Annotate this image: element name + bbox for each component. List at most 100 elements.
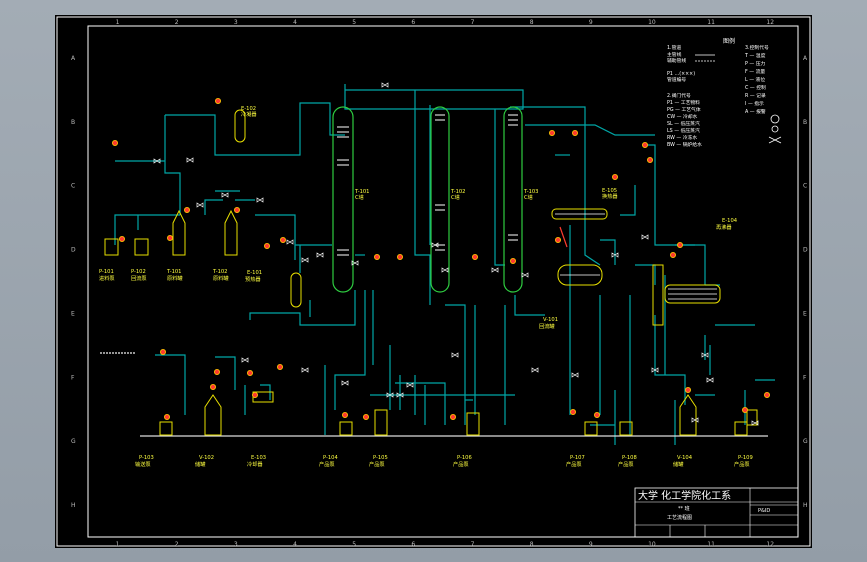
instrument-bubble <box>362 413 369 420</box>
label-t102: T-102 <box>450 189 465 195</box>
pump-p102 <box>134 238 149 256</box>
grid-row-label: B <box>803 119 807 126</box>
label-e103-name: 冷却器 <box>247 460 263 468</box>
instrument-bubble <box>373 253 380 260</box>
label-e103: E-103 <box>251 455 266 461</box>
legend-item: I — 指示 <box>745 100 764 107</box>
column-t102 <box>430 106 450 293</box>
legend-item: RW — 冷冻水 <box>667 134 697 141</box>
legend-col1-line2: 辅助管线 <box>667 57 686 64</box>
valve-symbol <box>751 420 759 426</box>
grid-row-label: F <box>803 374 807 381</box>
legend-item: CW — 冷却水 <box>667 113 698 120</box>
valve-symbol <box>186 157 194 163</box>
instrument-bubble <box>246 369 253 376</box>
valve-symbol <box>491 267 499 273</box>
grid-col-label: 11 <box>707 541 715 548</box>
instrument-bubble <box>554 236 561 243</box>
instrument-bubble <box>471 253 478 260</box>
label-p106-name: 产品泵 <box>453 460 469 468</box>
instrument-bubble <box>449 413 456 420</box>
valve-symbol <box>571 372 579 378</box>
label-v101: V-101 <box>543 317 558 323</box>
legend-item: F — 流量 <box>745 68 765 75</box>
label-e104-name: 再沸器 <box>716 223 732 231</box>
instrument-bubble <box>160 348 167 355</box>
pump-p109 <box>734 421 748 436</box>
valve-symbol <box>286 239 294 245</box>
label-v102-name: 储罐 <box>195 460 205 468</box>
instrument-bubble <box>570 408 577 415</box>
pump-p101 <box>104 238 119 256</box>
legend-item: A — 报警 <box>745 108 766 115</box>
legend-header: 图例 <box>723 37 735 45</box>
valve-symbol <box>406 382 414 388</box>
valves <box>153 82 759 426</box>
grid-col-label: 7 <box>471 541 475 548</box>
drum-v101 <box>557 264 603 286</box>
instrument-bubble <box>183 206 190 213</box>
grid-col-label: 8 <box>530 19 534 26</box>
grid-col-label: 3 <box>234 19 238 26</box>
valve-symbol <box>256 197 264 203</box>
instrument-bubble <box>548 130 555 137</box>
grid-row-label: H <box>71 502 76 509</box>
pump-p103 <box>159 421 173 436</box>
instrument-bubble <box>594 411 601 418</box>
valve-symbol <box>701 352 709 358</box>
vessel-v102 <box>204 394 222 436</box>
grid-row-label: E <box>803 310 807 317</box>
vessel-v104 <box>679 394 697 436</box>
label-v102: V-102 <box>199 455 214 461</box>
pump-p105 <box>374 409 388 436</box>
label-v104: V-104 <box>677 455 693 461</box>
grid-col-label: 12 <box>766 19 774 26</box>
grid-col-label: 9 <box>589 19 593 26</box>
legend-item: C — 控制 <box>745 84 766 91</box>
vessel-e102 <box>234 109 246 143</box>
legend-item: BW — 锅炉给水 <box>667 141 702 148</box>
instrument-bubble <box>209 383 216 390</box>
label-e104: E-104 <box>722 218 738 224</box>
inner-frame <box>87 25 799 538</box>
instrument-bubble <box>233 206 240 213</box>
legend-col1-line1: 主管线 <box>667 51 682 58</box>
column-t103 <box>503 106 523 293</box>
valve-symbol <box>301 367 309 373</box>
label-p102-name: 回流泵 <box>131 274 147 282</box>
exchanger-e105 <box>551 208 608 220</box>
column-trays <box>337 114 518 256</box>
valve-symbol <box>641 234 649 240</box>
instrument-bubble <box>764 391 771 398</box>
grid-col-label: 2 <box>175 19 179 26</box>
legend-item: P1 …(×××) <box>667 71 695 77</box>
valve-symbol <box>341 380 349 386</box>
exchanger-detail <box>555 213 717 300</box>
grid-col-label: 3 <box>234 541 238 548</box>
grid-row-label: E <box>71 310 75 317</box>
instrument-bubble <box>642 142 649 149</box>
valve-symbol <box>651 367 659 373</box>
grid-row-label: D <box>803 247 808 254</box>
grid-col-label: 5 <box>352 541 356 548</box>
grid-row-label: A <box>71 55 76 62</box>
instrument-bubble <box>167 234 174 241</box>
valve-symbol <box>521 272 529 278</box>
outer-frame <box>56 16 811 547</box>
valve-symbol <box>431 242 439 248</box>
valve-symbol <box>301 257 309 263</box>
reboiler-shell <box>652 264 664 326</box>
legend-item: R — 记录 <box>745 92 766 99</box>
instrument-bubble <box>670 251 677 258</box>
grid-col-label: 12 <box>766 541 774 548</box>
label-tk102-name: 原料罐 <box>213 274 229 282</box>
grid-col-label: 5 <box>352 19 356 26</box>
instrument-bubble <box>213 368 220 375</box>
grid-col-label: 6 <box>411 541 415 548</box>
grid-row-label: C <box>71 183 75 190</box>
label-p105: P-105 <box>373 455 388 461</box>
label-p104-name: 产品泵 <box>319 460 335 468</box>
grid-col-label: 4 <box>293 19 297 26</box>
